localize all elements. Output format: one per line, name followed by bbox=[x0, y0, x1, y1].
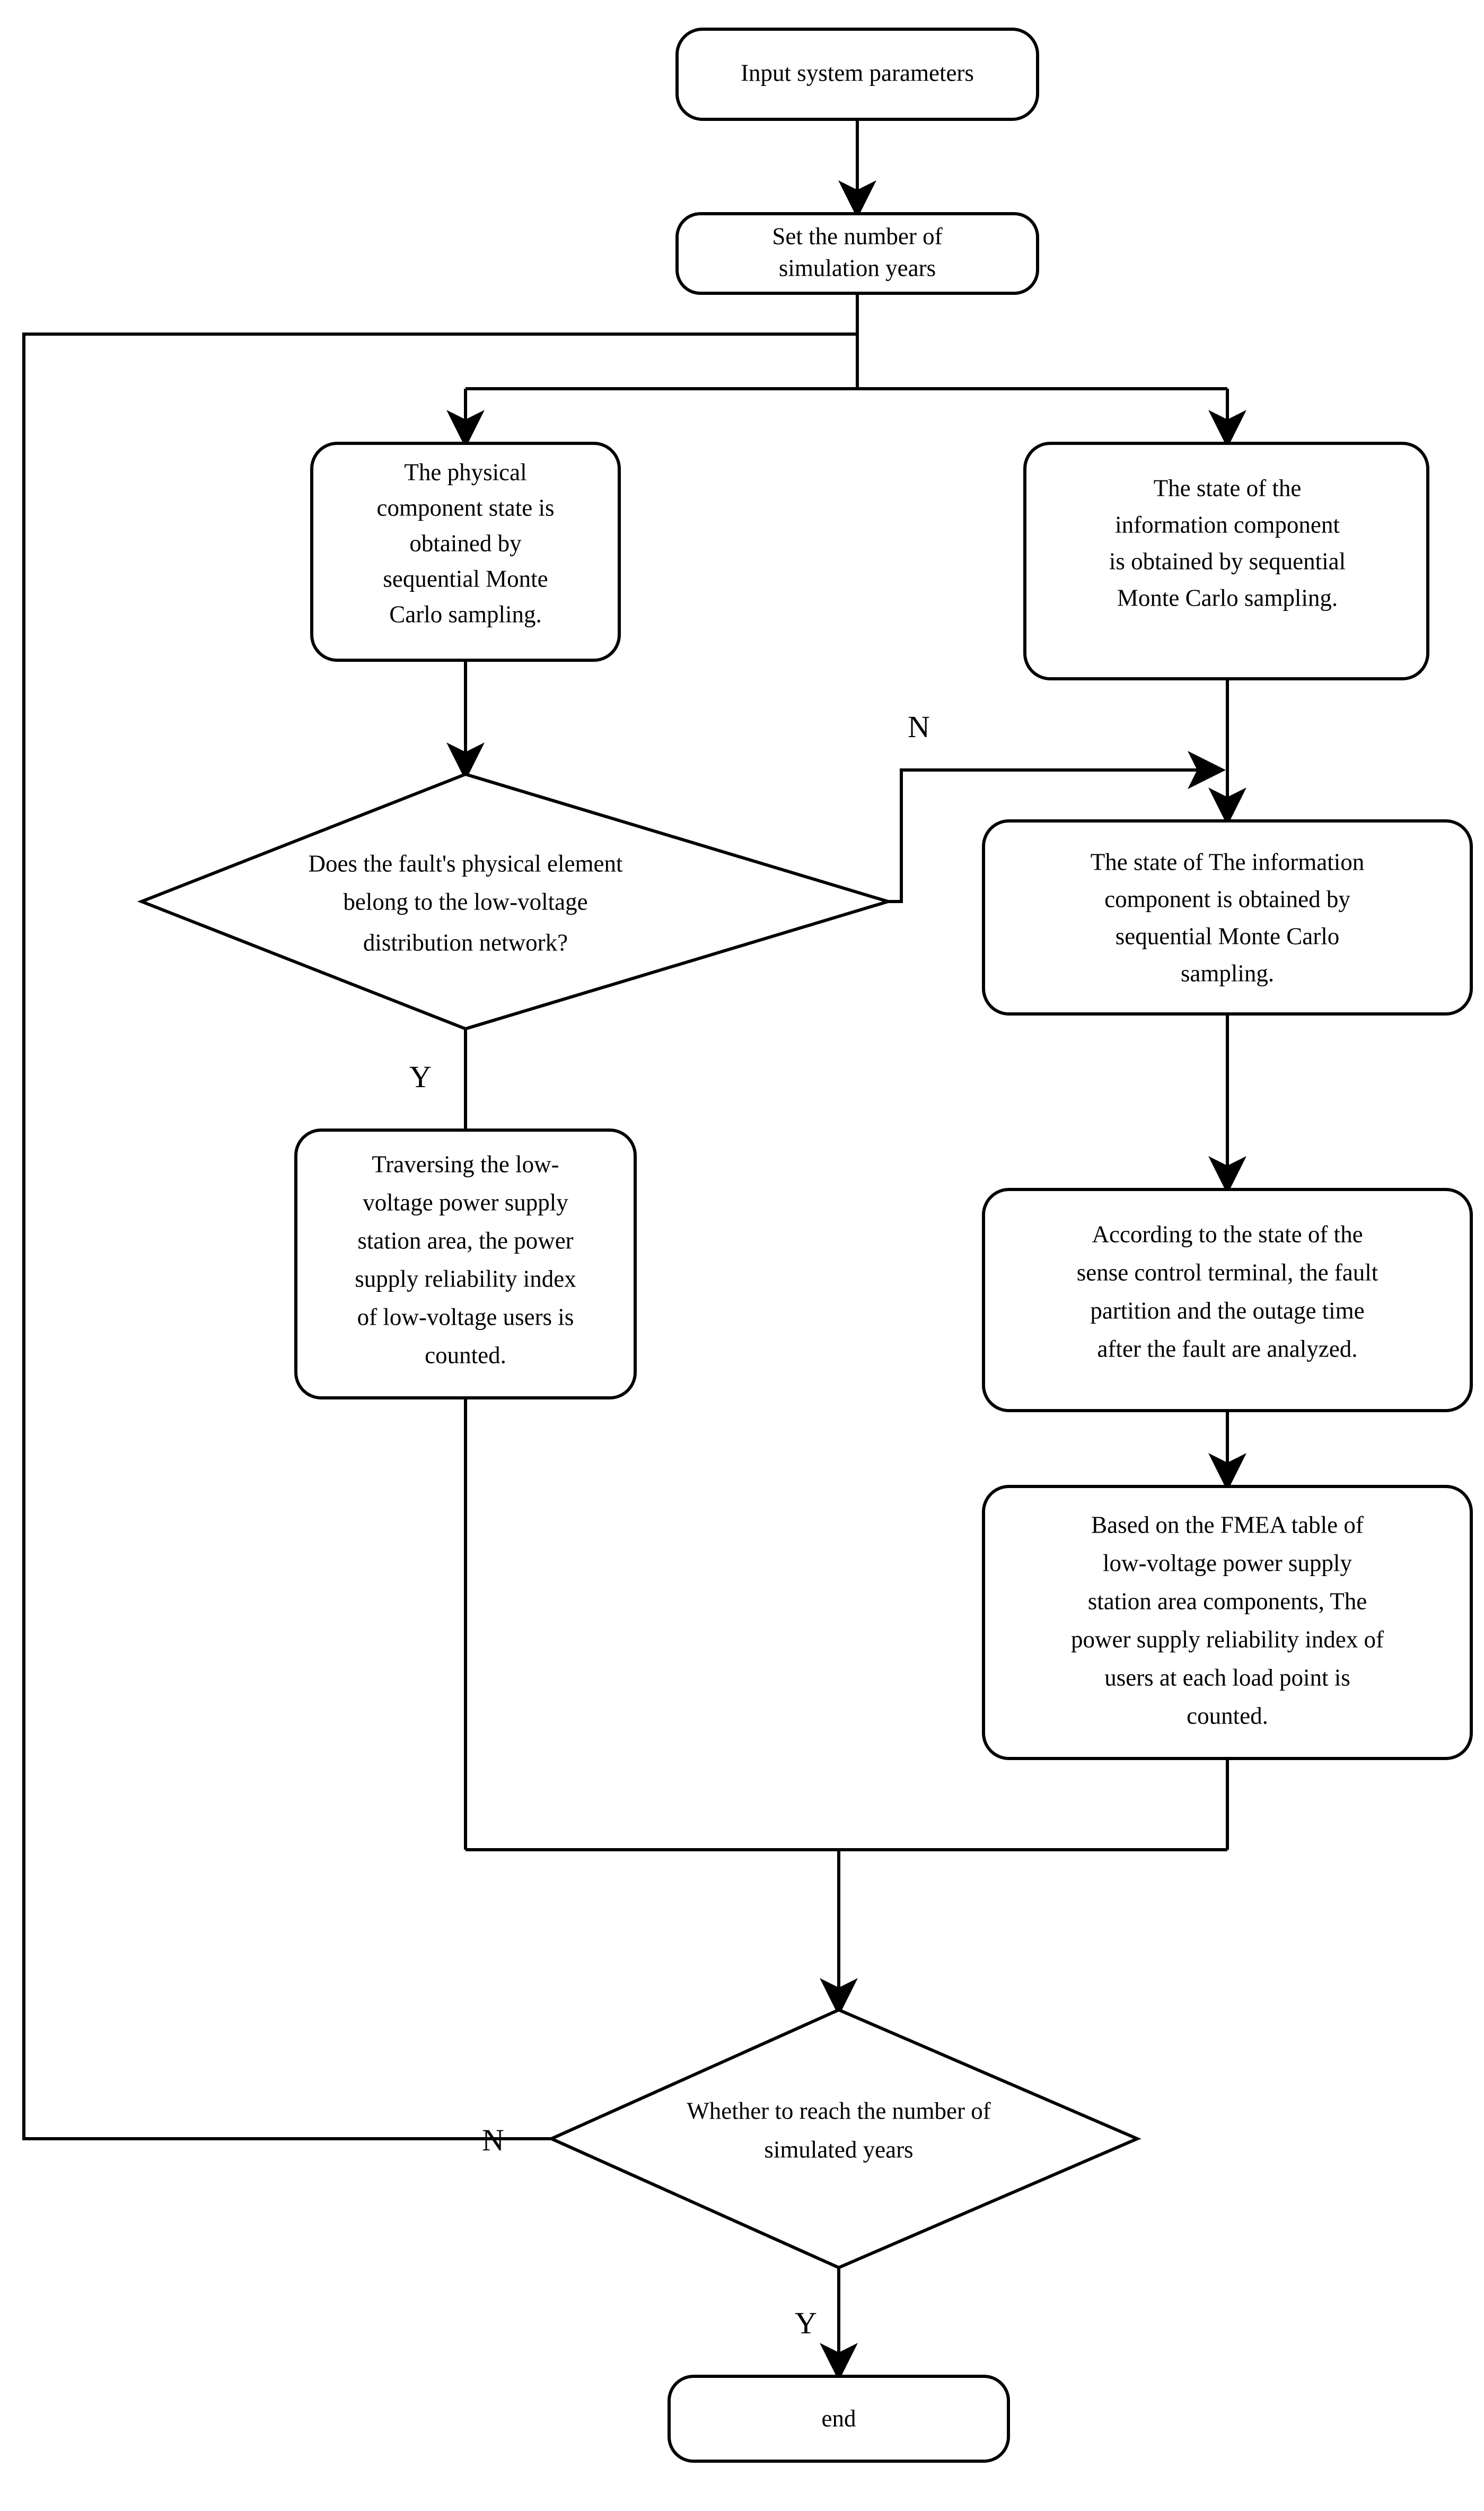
node-physical-state-line-1: The physical bbox=[404, 459, 526, 485]
node-traverse-lv-line-6: counted. bbox=[425, 1342, 506, 1368]
node-fmea[interactable]: Based on the FMEA table of low-voltage p… bbox=[982, 1485, 1473, 1760]
node-traverse-lv-line-4: supply reliability index bbox=[355, 1265, 576, 1292]
node-info-state-shape bbox=[1023, 442, 1429, 680]
branch-label-decision-lv-yes: Y bbox=[409, 1060, 432, 1094]
node-traverse-lv-line-1: Traversing the low- bbox=[372, 1151, 559, 1177]
node-fmea-line-5: users at each load point is bbox=[1104, 1664, 1350, 1691]
node-fmea-line-1: Based on the FMEA table of bbox=[1091, 1511, 1364, 1538]
node-info-state-line-1: The state of the bbox=[1154, 475, 1302, 501]
node-set-years-shape bbox=[675, 212, 1039, 295]
node-decision-lv-line-1: Does the fault's physical element bbox=[309, 850, 623, 877]
node-traverse-lv-line-3: station area, the power bbox=[357, 1227, 573, 1254]
node-decision-years-line-1: Whether to reach the number of bbox=[687, 2097, 991, 2124]
node-start-label: Input system parameters bbox=[741, 59, 974, 86]
node-fmea-shape bbox=[982, 1485, 1473, 1760]
node-fmea-line-3: station area components, The bbox=[1088, 1588, 1367, 1614]
node-decision-lv-shape bbox=[137, 772, 894, 1031]
edge-decision-years-no-loopback bbox=[22, 333, 857, 2140]
node-end[interactable]: end bbox=[668, 2375, 1010, 2463]
branch-label-decision-lv-no: N bbox=[908, 710, 930, 744]
node-physical-state-line-5: Carlo sampling. bbox=[389, 601, 541, 627]
edge-decision-no-to-info-state-2 bbox=[888, 751, 1226, 903]
node-traverse-lv-line-5: of low-voltage users is bbox=[357, 1303, 574, 1330]
node-info-state-line-3: is obtained by sequential bbox=[1109, 548, 1346, 574]
node-info-state-2-shape bbox=[982, 819, 1473, 1016]
node-set-years-line-2: simulation years bbox=[779, 255, 936, 281]
node-fmea-line-6: counted. bbox=[1187, 1702, 1268, 1729]
node-info-state-2-line-1: The state of The information bbox=[1091, 848, 1365, 875]
branch-label-decision-years-yes: Y bbox=[795, 2306, 817, 2340]
node-traverse-lv-line-2: voltage power supply bbox=[363, 1189, 568, 1215]
node-sense-terminal-line-3: partition and the outage time bbox=[1090, 1297, 1364, 1324]
node-sense-terminal-shape bbox=[982, 1188, 1473, 1412]
node-fmea-line-2: low-voltage power supply bbox=[1103, 1550, 1352, 1576]
node-sense-terminal-line-1: According to the state of the bbox=[1092, 1221, 1363, 1247]
node-decision-lv-line-3: distribution network? bbox=[363, 929, 568, 956]
node-sense-terminal[interactable]: According to the state of the sense cont… bbox=[982, 1188, 1473, 1412]
node-info-state-line-4: Monte Carlo sampling. bbox=[1117, 584, 1338, 611]
node-info-state-2[interactable]: The state of The information component i… bbox=[982, 819, 1473, 1016]
node-info-state-line-2: information component bbox=[1115, 511, 1340, 538]
node-info-state-2-line-2: component is obtained by bbox=[1104, 886, 1350, 912]
node-decision-years-line-2: simulated years bbox=[764, 2136, 913, 2163]
node-physical-state-line-3: obtained by bbox=[409, 530, 522, 556]
node-decision-lv-line-2: belong to the low-voltage bbox=[343, 888, 587, 915]
node-physical-state-shape bbox=[310, 442, 621, 662]
node-physical-state[interactable]: The physical component state is obtained… bbox=[310, 442, 621, 662]
node-traverse-lv[interactable]: Traversing the low- voltage power supply… bbox=[294, 1128, 637, 1399]
node-info-state-2-line-4: sampling. bbox=[1181, 960, 1274, 986]
node-info-state-2-line-3: sequential Monte Carlo bbox=[1116, 923, 1339, 949]
node-decision-years-shape bbox=[547, 2008, 1141, 2270]
node-traverse-lv-shape bbox=[294, 1128, 637, 1399]
node-info-state[interactable]: The state of the information component i… bbox=[1023, 442, 1429, 680]
node-sense-terminal-line-4: after the fault are analyzed. bbox=[1097, 1335, 1358, 1362]
node-start-shape bbox=[675, 28, 1039, 121]
node-set-years-line-1: Set the number of bbox=[772, 223, 942, 249]
node-fmea-line-4: power supply reliability index of bbox=[1071, 1626, 1384, 1652]
node-set-years[interactable]: Set the number of simulation years bbox=[675, 212, 1039, 295]
node-decision-lv[interactable]: Does the fault's physical element belong… bbox=[137, 772, 894, 1031]
node-physical-state-line-2: component state is bbox=[377, 494, 555, 521]
node-end-shape bbox=[668, 2375, 1010, 2463]
node-decision-years[interactable]: Whether to reach the number of simulated… bbox=[547, 2008, 1141, 2270]
node-sense-terminal-line-2: sense control terminal, the fault bbox=[1077, 1259, 1378, 1285]
node-end-label: end bbox=[822, 2405, 856, 2431]
branch-label-decision-years-no: N bbox=[482, 2123, 504, 2157]
node-physical-state-line-4: sequential Monte bbox=[383, 565, 548, 592]
node-start[interactable]: Input system parameters bbox=[675, 28, 1039, 121]
